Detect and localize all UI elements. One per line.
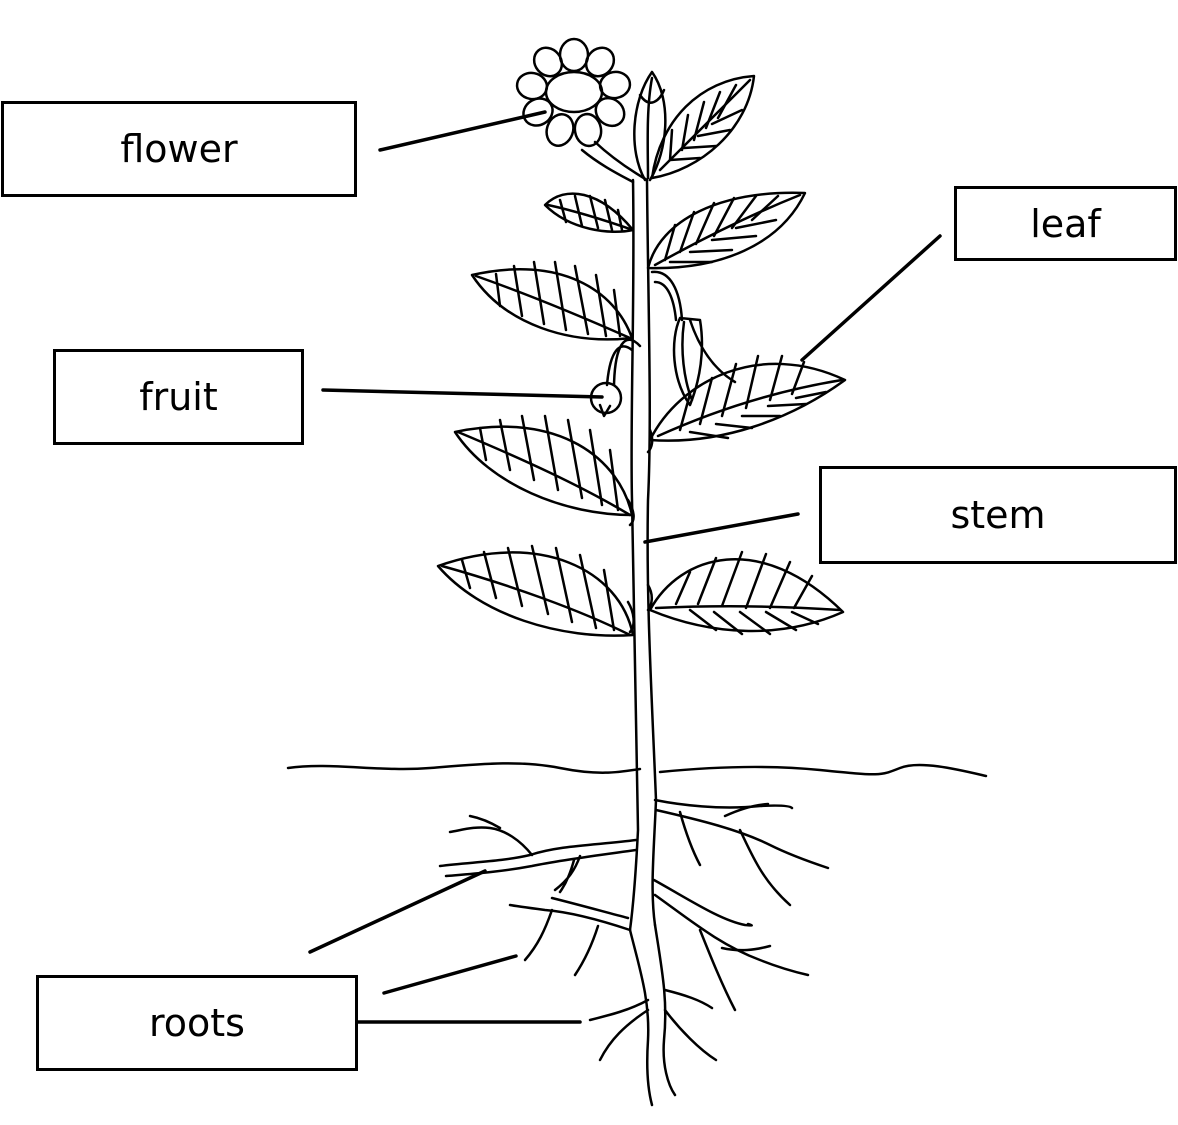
label-stem: stem (819, 466, 1177, 564)
label-roots-text: roots (149, 1001, 245, 1045)
label-fruit-text: fruit (139, 375, 218, 419)
flower (515, 37, 632, 148)
label-leaf-text: leaf (1030, 201, 1101, 246)
fruit-stalk (605, 338, 642, 387)
leader-line-roots-2 (382, 954, 518, 995)
label-leaf: leaf (954, 186, 1177, 261)
fruit-tip (598, 403, 612, 418)
leaf (646, 191, 807, 270)
leader-line-leaf (800, 234, 942, 362)
label-fruit: fruit (53, 349, 304, 445)
leader-line-flower (378, 110, 547, 152)
leaf (543, 192, 635, 233)
label-flower-text: flower (120, 127, 238, 171)
leader-line-stem (643, 512, 800, 544)
leaf (436, 544, 635, 637)
flower-bud (633, 70, 667, 182)
leader-line-fruit (321, 388, 604, 399)
ground-line (286, 762, 988, 778)
label-stem-text: stem (950, 493, 1046, 537)
label-roots: roots (36, 975, 358, 1071)
leaf (453, 414, 634, 517)
stem-node (626, 428, 654, 634)
leaf (648, 354, 847, 442)
label-flower: flower (1, 101, 357, 197)
leader-line-roots-1 (308, 869, 487, 954)
leaf (650, 74, 756, 180)
leaf (470, 260, 634, 341)
stem (628, 178, 658, 932)
leaf (648, 550, 845, 636)
roots (438, 798, 830, 1107)
wilted-flower (650, 270, 737, 407)
